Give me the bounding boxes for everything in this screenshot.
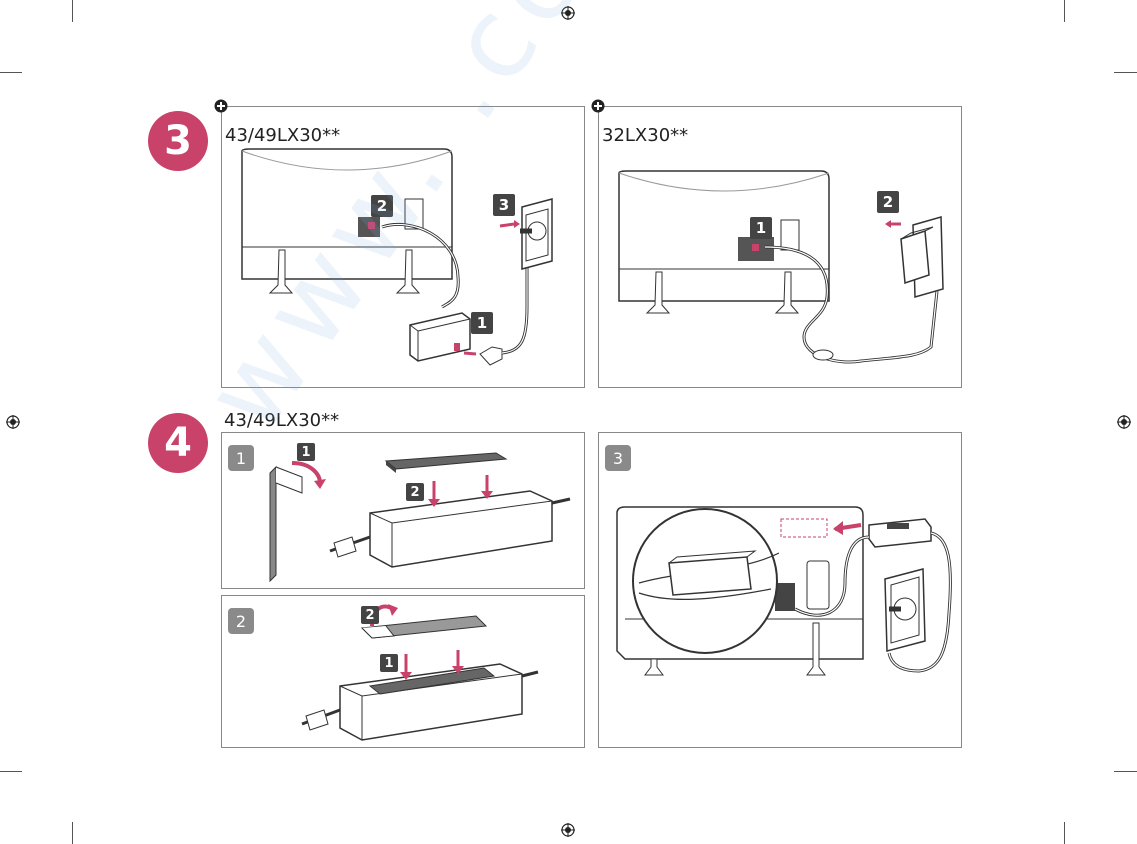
trim-mark [72, 0, 73, 22]
model-label: 43/49LX30** [225, 125, 341, 146]
trim-mark [0, 72, 22, 73]
trim-mark [1064, 0, 1065, 22]
model-label: 32LX30** [602, 125, 689, 146]
step4-panel-2: 2 2 1 [221, 595, 585, 748]
tv-back-power-illustration [241, 148, 553, 366]
model-label: 43/49LX30** [224, 410, 340, 431]
trim-mark [0, 771, 22, 772]
step3-right-panel: 32LX30** 1 2 [598, 106, 962, 388]
step-number-badge: 4 [148, 413, 208, 473]
callout-number: 2 [406, 483, 424, 501]
step4-panel-1: 1 1 2 [221, 432, 585, 589]
registration-mark-icon [6, 415, 20, 429]
add-marker-icon [591, 99, 605, 113]
trim-mark [1114, 771, 1137, 772]
registration-mark-icon [561, 6, 575, 20]
callout-number: 2 [877, 191, 899, 213]
trim-mark [72, 822, 73, 844]
trim-mark [1114, 72, 1137, 73]
callout-number: 3 [493, 194, 515, 216]
callout-number: 2 [361, 606, 379, 624]
panel-label: 3 [605, 445, 631, 471]
add-marker-icon [214, 99, 228, 113]
step3-left-panel: 43/49LX30** 2 3 1 [221, 106, 585, 388]
callout-number: 2 [371, 195, 393, 217]
callout-number: 1 [750, 217, 772, 239]
callout-number: 1 [380, 654, 398, 672]
callout-number: 1 [471, 312, 493, 334]
velcro-strip-illustration [269, 452, 571, 583]
step-number-badge: 3 [148, 111, 208, 171]
step4-panel-3: 3 [598, 432, 962, 748]
tv-adapter-mount-illustration [616, 506, 952, 676]
trim-mark [1064, 822, 1065, 844]
registration-mark-icon [561, 823, 575, 837]
panel-label: 1 [228, 445, 254, 471]
registration-mark-icon [1117, 415, 1131, 429]
panel-label: 2 [228, 608, 254, 634]
callout-number: 1 [297, 443, 315, 461]
tv-back-adapter-illustration [618, 170, 944, 364]
velcro-attach-illustration [301, 604, 539, 741]
